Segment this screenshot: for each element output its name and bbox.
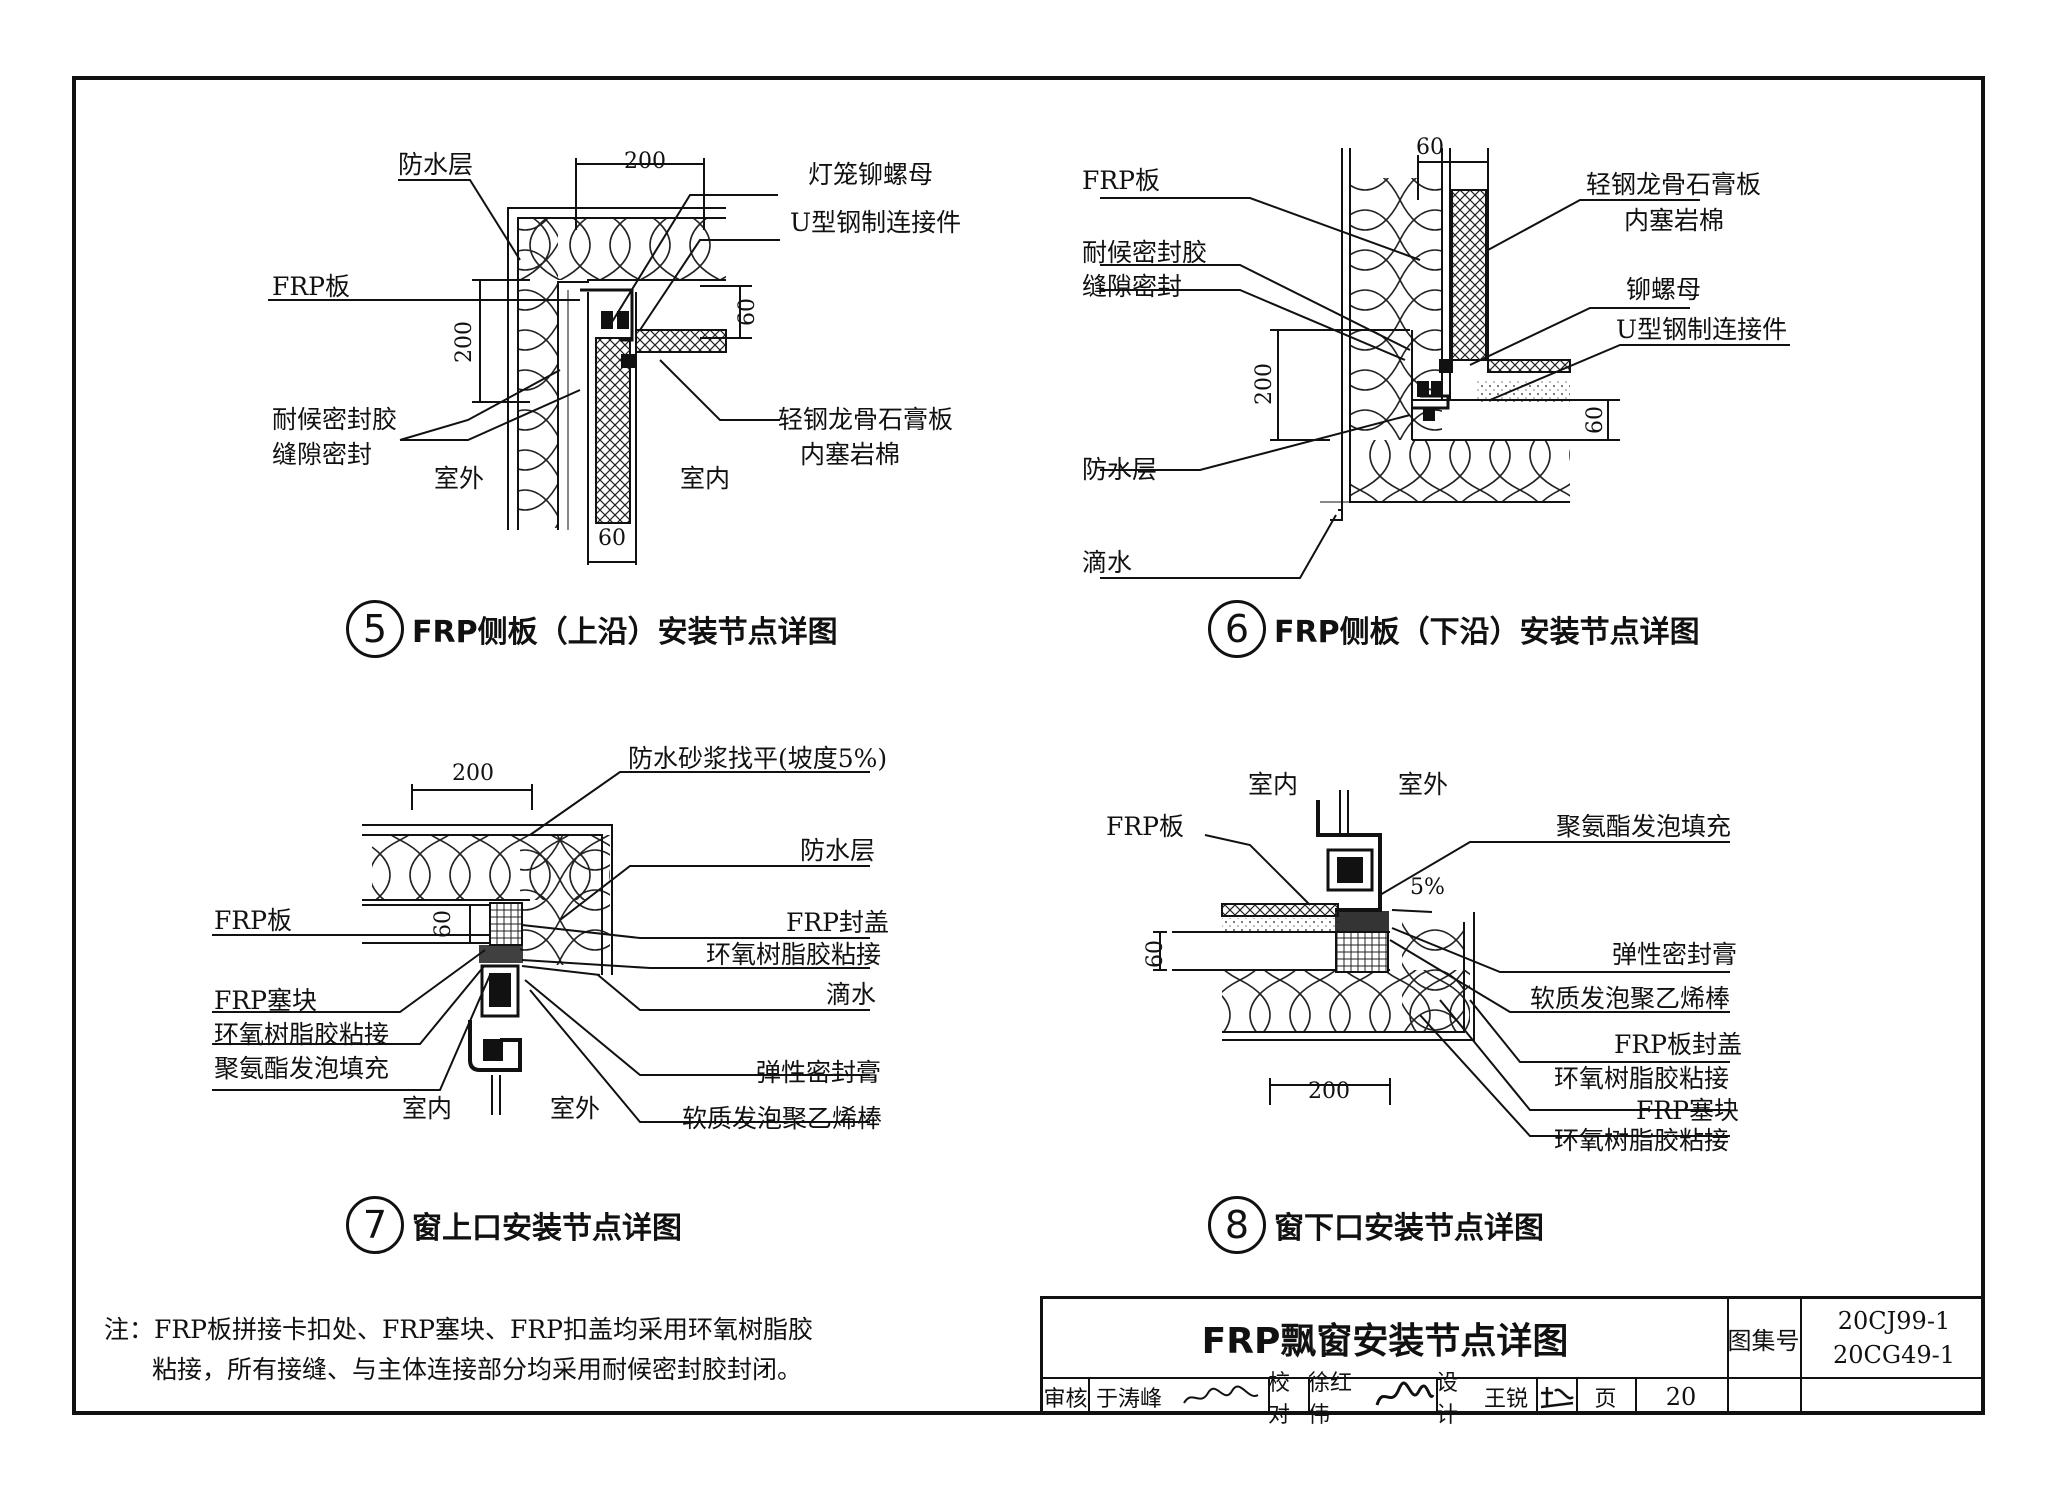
d5-label-frp-panel: FRP板 — [272, 272, 350, 301]
d7-number-circle: 7 — [346, 1196, 404, 1254]
d7-label-pe-foam-rod: 软质发泡聚乙烯棒 — [682, 1104, 883, 1133]
d5-label-weather-sealant: 耐候密封胶 — [272, 405, 398, 434]
d7-label-epoxy-bond-2: 环氧树脂胶粘接 — [214, 1020, 390, 1049]
d8-label-frp-panel: FRP板 — [1106, 812, 1184, 841]
d8-title: 8 窗下口安装节点详图 — [1208, 1196, 1544, 1254]
d6-label-gap-seal: 缝隙密封 — [1082, 272, 1183, 301]
d5-label-exterior: 室外 — [434, 464, 485, 493]
d8-label-slope: 5% — [1410, 875, 1445, 900]
reviewer-name: 于涛峰 — [1095, 1387, 1162, 1412]
page-label: 页 — [1594, 1387, 1617, 1412]
d7-label-epoxy-bond-1: 环氧树脂胶粘接 — [706, 940, 882, 969]
d8-dim-200: 200 — [1308, 1079, 1350, 1104]
general-note: 注：FRP板拼接卡扣处、FRP塞块、FRP扣盖均采用环氧树脂胶 粘接，所有接缝、… — [104, 1310, 813, 1390]
d6-label-steel-gypsum-board: 轻钢龙骨石膏板 — [1586, 170, 1762, 199]
d8-label-elastic-sealant: 弹性密封膏 — [1612, 940, 1738, 969]
d7-label-interior: 室内 — [402, 1094, 453, 1123]
d8-number-circle: 8 — [1208, 1196, 1266, 1254]
d6-label-frp-panel: FRP板 — [1082, 166, 1160, 195]
d8-label-epoxy-bond-2: 环氧树脂胶粘接 — [1554, 1126, 1730, 1155]
d8-label-interior: 室内 — [1248, 770, 1299, 799]
d5-label-steel-gypsum-board: 轻钢龙骨石膏板 — [778, 405, 954, 434]
review-label: 审核 — [1043, 1387, 1088, 1412]
detail-5-drawing — [268, 158, 780, 565]
d6-number-circle: 6 — [1208, 600, 1266, 658]
atlas-label: 图集号 — [1727, 1326, 1800, 1355]
d7-label-mortar-leveling: 防水砂浆找平(坡度5%) — [628, 744, 888, 773]
d7-dim-60: 60 — [431, 910, 456, 938]
d7-label-waterproof-layer: 防水层 — [800, 836, 876, 865]
d8-dim-60: 60 — [1143, 940, 1168, 968]
d6-label-weather-sealant: 耐候密封胶 — [1082, 238, 1208, 267]
d8-label-exterior: 室外 — [1398, 770, 1449, 799]
d7-label-pu-foam-fill: 聚氨酯发泡填充 — [214, 1054, 390, 1083]
checker-signature — [1375, 1381, 1435, 1406]
d7-title-text: 窗上口安装节点详图 — [412, 1211, 682, 1246]
detail-6-drawing — [1100, 148, 1790, 579]
d5-dim-200-top: 200 — [624, 149, 666, 174]
d5-title-text: FRP侧板（上沿）安装节点详图 — [412, 615, 838, 650]
d6-label-u-steel-connector: U型钢制连接件 — [1616, 315, 1788, 344]
drawing-title: FRP飘窗安装节点详图 — [1201, 1321, 1569, 1362]
d5-label-interior: 室内 — [680, 464, 731, 493]
d8-label-frp-block: FRP塞块 — [1636, 1096, 1739, 1125]
d5-dim-60-bottom: 60 — [598, 526, 626, 551]
d5-dim-200-side: 200 — [452, 321, 477, 363]
d7-dim-200: 200 — [452, 761, 494, 786]
d5-label-gap-seal: 缝隙密封 — [272, 440, 373, 469]
d8-title-text: 窗下口安装节点详图 — [1274, 1211, 1544, 1246]
d8-label-pe-foam-rod: 软质发泡聚乙烯棒 — [1530, 984, 1731, 1013]
d5-label-waterproof-layer: 防水层 — [398, 150, 474, 179]
d6-label-waterproof-layer: 防水层 — [1082, 455, 1158, 484]
d6-dim-200-side: 200 — [1252, 363, 1277, 405]
d6-title-text: FRP侧板（下沿）安装节点详图 — [1274, 615, 1700, 650]
atlas-number-2: 20CG49-1 — [1833, 1341, 1955, 1369]
d6-dim-60-right: 60 — [1583, 406, 1608, 434]
drawing-frame — [72, 76, 1985, 1415]
d5-number-circle: 5 — [346, 600, 404, 658]
d7-label-frp-panel: FRP板 — [214, 906, 292, 935]
detail-8-drawing — [1153, 790, 1730, 1137]
d7-label-elastic-sealant: 弹性密封膏 — [756, 1058, 882, 1087]
d5-dim-60-right: 60 — [735, 298, 760, 326]
d8-label-pu-foam-fill: 聚氨酯发泡填充 — [1556, 812, 1732, 841]
d6-label-drip: 滴水 — [1082, 548, 1133, 577]
d6-label-rock-wool: 内塞岩棉 — [1624, 206, 1725, 235]
d8-label-epoxy-bond-1: 环氧树脂胶粘接 — [1554, 1064, 1730, 1093]
d5-title: 5 FRP侧板（上沿）安装节点详图 — [346, 600, 838, 658]
d6-title: 6 FRP侧板（下沿）安装节点详图 — [1208, 600, 1700, 658]
d7-title: 7 窗上口安装节点详图 — [346, 1196, 682, 1254]
d7-label-frp-block: FRP塞块 — [214, 986, 317, 1015]
check-label: 校对 — [1268, 1371, 1291, 1428]
title-block: FRP飘窗安装节点详图 图集号 20CJ99-1 20CG49-1 审核 于涛峰… — [1040, 1296, 1985, 1428]
d7-label-frp-cover: FRP封盖 — [786, 908, 889, 937]
d5-label-rock-wool: 内塞岩棉 — [800, 440, 901, 469]
detail-7-drawing — [212, 771, 870, 1123]
design-label: 设计 — [1436, 1371, 1459, 1428]
d8-label-frp-panel-cover: FRP板封盖 — [1614, 1030, 1742, 1059]
checker-name: 徐红伟 — [1308, 1371, 1353, 1428]
page-number: 20 — [1665, 1383, 1697, 1411]
d7-label-exterior: 室外 — [550, 1094, 601, 1123]
d5-label-lantern-rivet-nut: 灯笼铆螺母 — [808, 160, 934, 189]
note-line-1: 注：FRP板拼接卡扣处、FRP塞块、FRP扣盖均采用环氧树脂胶 — [104, 1315, 813, 1344]
atlas-number-1: 20CJ99-1 — [1837, 1307, 1951, 1335]
note-line-2: 粘接，所有接缝、与主体连接部分均采用耐候密封胶封闭。 — [152, 1355, 803, 1384]
d5-label-u-steel-connector: U型钢制连接件 — [790, 208, 962, 237]
d7-label-drip: 滴水 — [826, 980, 877, 1009]
d6-dim-60-top: 60 — [1416, 135, 1444, 160]
reviewer-signature — [1183, 1385, 1259, 1404]
d6-label-rivet-nut: 铆螺母 — [1626, 275, 1702, 304]
designer-name: 王锐 — [1483, 1387, 1528, 1412]
designer-signature — [1540, 1387, 1574, 1409]
